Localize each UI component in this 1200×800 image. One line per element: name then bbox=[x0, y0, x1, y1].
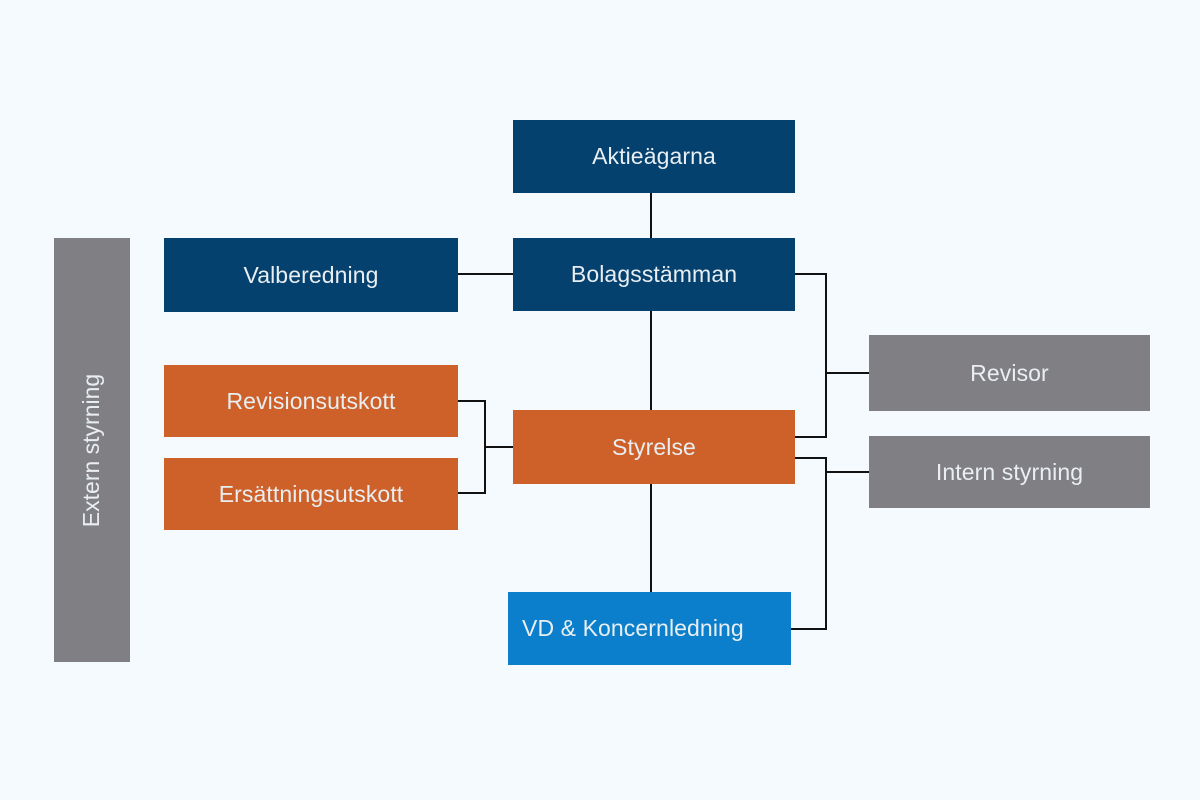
node-revisionsutskott[interactable]: Revisionsutskott bbox=[164, 365, 458, 437]
connector-styrelse-internstyrning-bracket bbox=[791, 456, 869, 631]
node-revisor[interactable]: Revisor bbox=[869, 335, 1150, 411]
node-aktieagarna[interactable]: Aktieägarna bbox=[513, 120, 795, 193]
node-label: VD & Koncernledning bbox=[522, 615, 744, 642]
connector-bolagsstamman-revisor-bracket bbox=[795, 272, 869, 439]
node-label: Revisor bbox=[970, 359, 1049, 386]
node-vd-koncernledning[interactable]: VD & Koncernledning bbox=[508, 592, 791, 665]
node-bolagsstamman[interactable]: Bolagsstämman bbox=[513, 238, 795, 311]
node-label: Styrelse bbox=[612, 433, 696, 460]
node-label: Ersättningsutskott bbox=[218, 480, 404, 507]
node-valberedning[interactable]: Valberedning bbox=[164, 238, 458, 312]
node-label: Intern styrning bbox=[935, 458, 1084, 485]
node-ersattningsutskott[interactable]: Ersättningsutskott bbox=[164, 458, 458, 530]
node-label: Revisionsutskott bbox=[226, 387, 396, 414]
extern-styrning-label: Extern styrning bbox=[78, 373, 105, 527]
node-label: Valberedning bbox=[243, 261, 379, 288]
connector-committees-bracket bbox=[458, 399, 513, 495]
node-label: Aktieägarna bbox=[592, 143, 716, 170]
node-styrelse[interactable]: Styrelse bbox=[513, 410, 795, 484]
node-intern-styrning[interactable]: Intern styrning bbox=[869, 436, 1150, 508]
extern-styrning-band: Extern styrning bbox=[54, 238, 130, 662]
node-label: Bolagsstämman bbox=[570, 261, 738, 288]
